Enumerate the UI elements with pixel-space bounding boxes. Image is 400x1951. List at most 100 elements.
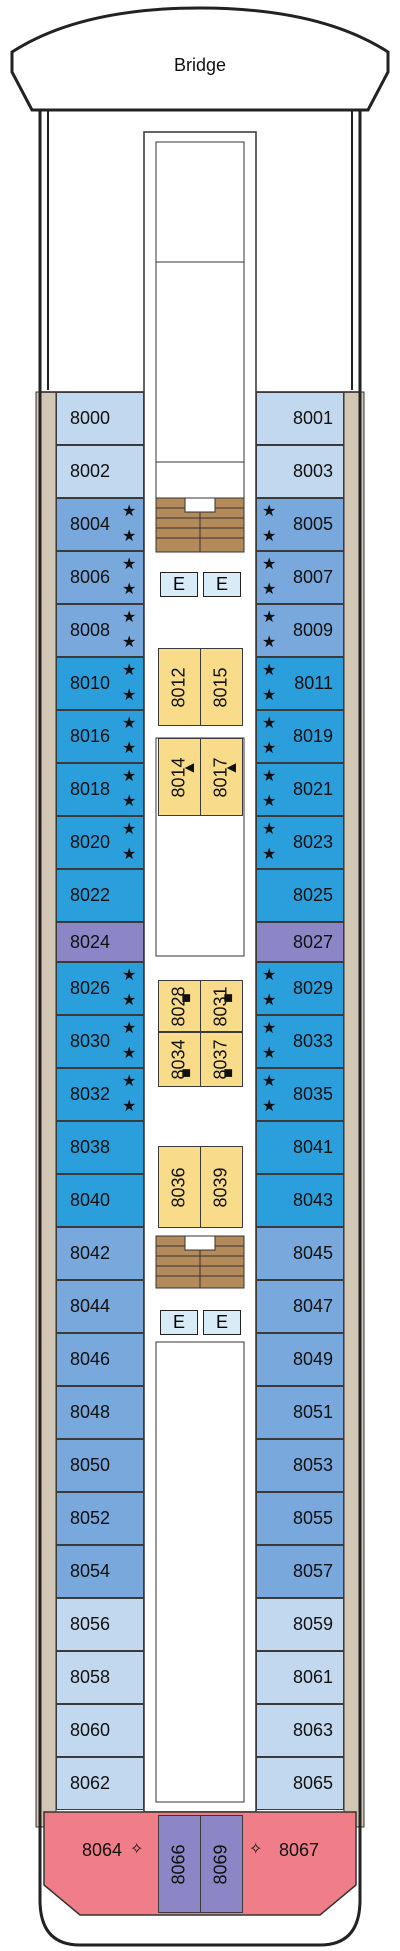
cabin-8041[interactable]: 8041 (256, 1121, 344, 1174)
cabin-number: 8011 (294, 673, 333, 693)
cabin-8021[interactable]: 8021 (256, 763, 344, 816)
cabin-8051[interactable]: 8051 (256, 1386, 344, 1439)
cabin-8038[interactable]: 8038 (56, 1121, 144, 1174)
cabin-8056[interactable]: 8056 (56, 1598, 144, 1651)
cabin-8034[interactable]: 8034 (158, 1032, 201, 1087)
cabin-8037[interactable]: 8037 (200, 1032, 243, 1087)
cabin-8003[interactable]: 8003 (256, 445, 344, 498)
cabin-8042[interactable]: 8042 (56, 1227, 144, 1280)
cabin-8007[interactable]: 8007 (256, 551, 344, 604)
cabin-8009[interactable]: 8009 (256, 604, 344, 657)
cabin-8039[interactable]: 8039 (200, 1146, 243, 1228)
cabin-8069[interactable]: 8069 (200, 1815, 243, 1913)
cabin-8016[interactable]: 8016 (56, 710, 144, 763)
cabin-8023[interactable]: 8023 (256, 816, 344, 869)
cabin-8019[interactable]: 8019 (256, 710, 344, 763)
cabin-8008[interactable]: 8008 (56, 604, 144, 657)
cabin-8014[interactable]: 8014 (158, 738, 201, 816)
cabin-8011[interactable]: 8011 (256, 657, 344, 710)
cabin-number: 8064 (81, 1839, 123, 1860)
cabin-8017[interactable]: 8017 (200, 738, 243, 816)
cabin-8046[interactable]: 8046 (56, 1333, 144, 1386)
stairs-icon (155, 497, 245, 553)
cabin-8047[interactable]: 8047 (256, 1280, 344, 1333)
cabin-8052[interactable]: 8052 (56, 1492, 144, 1545)
cabin-number: 8056 (70, 1614, 111, 1634)
cabin-8025[interactable]: 8025 (256, 869, 344, 922)
cabin-8063[interactable]: 8063 (256, 1704, 344, 1757)
cabin-8010[interactable]: 8010 (56, 657, 144, 710)
cabin-8024[interactable]: 8024 (56, 922, 144, 962)
cabin-8067[interactable]: 8067 (245, 1820, 353, 1880)
cabin-8058[interactable]: 8058 (56, 1651, 144, 1704)
triangle-icon: ▲ (180, 760, 198, 776)
cabin-number: 8039 (210, 1166, 231, 1208)
cabin-8064[interactable]: 8064 (48, 1820, 156, 1880)
cabin-number: 8025 (292, 885, 333, 905)
cabin-8040[interactable]: 8040 (56, 1174, 144, 1227)
cabin-number: 8026 (70, 978, 111, 998)
cabin-number: 8018 (70, 779, 111, 799)
square-icon: ■ (177, 993, 195, 1003)
cabin-8030[interactable]: 8030 (56, 1015, 144, 1068)
cabin-8059[interactable]: 8059 (256, 1598, 344, 1651)
cabin-8026[interactable]: 8026 (56, 962, 144, 1015)
cabin-number: 8036 (168, 1166, 189, 1208)
cabin-8031[interactable]: 8031 (200, 980, 243, 1032)
cabin-8061[interactable]: 8061 (256, 1651, 344, 1704)
cabin-8045[interactable]: 8045 (256, 1227, 344, 1280)
cabin-8057[interactable]: 8057 (256, 1545, 344, 1598)
cabin-8060[interactable]: 8060 (56, 1704, 144, 1757)
cabin-8022[interactable]: 8022 (56, 869, 144, 922)
cabin-number: 8057 (292, 1561, 333, 1581)
cabin-8044[interactable]: 8044 (56, 1280, 144, 1333)
cabin-8028[interactable]: 8028 (158, 980, 201, 1032)
cabin-number: 8041 (292, 1137, 333, 1157)
cabin-number: 8046 (70, 1349, 111, 1369)
star-icon: ★ (122, 528, 137, 545)
cabin-8065[interactable]: 8065 (256, 1757, 344, 1810)
cabin-8032[interactable]: 8032 (56, 1068, 144, 1121)
cabin-8066[interactable]: 8066 (158, 1815, 201, 1913)
cabin-number: 8019 (292, 726, 333, 746)
cabin-8000[interactable]: 8000 (56, 392, 144, 445)
cabin-8027[interactable]: 8027 (256, 922, 344, 962)
cabin-8055[interactable]: 8055 (256, 1492, 344, 1545)
bridge-label: Bridge (173, 55, 227, 75)
star-icon: ★ (262, 967, 277, 984)
cabin-number: 8035 (292, 1084, 333, 1104)
cabin-8029[interactable]: 8029 (256, 962, 344, 1015)
cabin-8049[interactable]: 8049 (256, 1333, 344, 1386)
star-icon: ★ (262, 821, 277, 838)
cabin-number: 8029 (292, 978, 333, 998)
star-icon: ★ (262, 556, 277, 573)
cabin-8033[interactable]: 8033 (256, 1015, 344, 1068)
cabin-number: 8008 (70, 620, 111, 640)
cabin-8005[interactable]: 8005 (256, 498, 344, 551)
cabin-number: 8065 (292, 1773, 333, 1793)
cabin-8062[interactable]: 8062 (56, 1757, 144, 1810)
cabin-8018[interactable]: 8018 (56, 763, 144, 816)
cabin-8053[interactable]: 8053 (256, 1439, 344, 1492)
cabin-8001[interactable]: 8001 (256, 392, 344, 445)
star-icon: ★ (122, 1045, 137, 1062)
cabin-8020[interactable]: 8020 (56, 816, 144, 869)
cabin-number: 8055 (292, 1508, 333, 1528)
cabin-number: 8051 (292, 1402, 333, 1422)
cabin-8054[interactable]: 8054 (56, 1545, 144, 1598)
cabin-8050[interactable]: 8050 (56, 1439, 144, 1492)
cabin-8043[interactable]: 8043 (256, 1174, 344, 1227)
cabin-number: 8012 (168, 666, 189, 708)
star-icon: ★ (122, 1098, 137, 1115)
star-icon: ★ (122, 1020, 137, 1037)
cabin-number: 8049 (292, 1349, 333, 1369)
elevator-icon: E (203, 572, 241, 597)
cabin-8036[interactable]: 8036 (158, 1146, 201, 1228)
cabin-8035[interactable]: 8035 (256, 1068, 344, 1121)
cabin-8004[interactable]: 8004 (56, 498, 144, 551)
cabin-8048[interactable]: 8048 (56, 1386, 144, 1439)
cabin-8006[interactable]: 8006 (56, 551, 144, 604)
cabin-8015[interactable]: 8015 (200, 648, 243, 726)
cabin-8002[interactable]: 8002 (56, 445, 144, 498)
cabin-8012[interactable]: 8012 (158, 648, 201, 726)
